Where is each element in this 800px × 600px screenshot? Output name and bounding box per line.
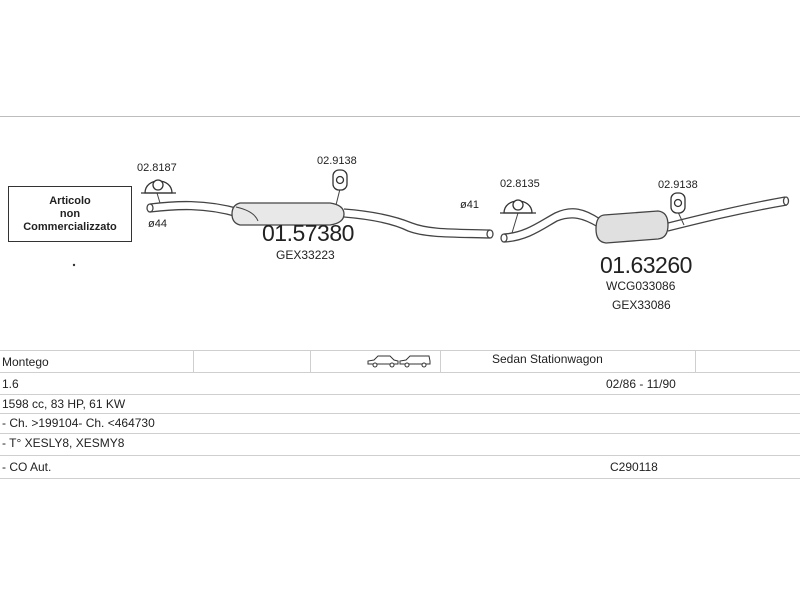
- production-period: 02/86 - 11/90: [606, 377, 676, 391]
- pipe-diameter-label: ø44: [148, 218, 167, 230]
- chassis-row: - Ch. >199104- Ch. <464730: [0, 413, 800, 433]
- emission-row: - CO Aut. C290118: [0, 455, 800, 479]
- part-number: 01.63260: [600, 252, 692, 278]
- fitting-code: 02.8187: [137, 162, 177, 174]
- part-reference: WCG033086: [606, 279, 676, 293]
- fitting-code: 02.9138: [658, 179, 698, 191]
- engine-size: 1.6: [2, 377, 19, 391]
- sedan-icon: [367, 355, 399, 368]
- stationwagon-icon: [399, 355, 431, 368]
- exhaust-diagram: Articolo non Commercializzato ø44 ø41 02…: [0, 117, 800, 350]
- engine-code-row: - T° XESLY8, XESMY8: [0, 433, 800, 455]
- fitting-code: 02.8135: [500, 178, 540, 190]
- top-rule: [0, 116, 800, 117]
- engine-codes: - T° XESLY8, XESMY8: [2, 436, 125, 450]
- exhaust-pipe-drawing: [72, 169, 790, 267]
- part-reference: GEX33223: [276, 248, 335, 262]
- chassis-range: - Ch. >199104- Ch. <464730: [2, 416, 155, 430]
- catalogue-code: C290118: [610, 460, 658, 474]
- part-number: 01.57380: [262, 220, 354, 246]
- rubber-mount-icon: [332, 169, 348, 191]
- model-name: Montego: [2, 355, 49, 369]
- notice-line: Commercializzato: [23, 220, 117, 233]
- body-icons: [366, 352, 432, 373]
- rubber-mount-icon: [670, 192, 686, 214]
- part-reference: GEX33086: [612, 298, 671, 312]
- engine-spec: 1598 cc, 83 HP, 61 KW: [2, 397, 126, 411]
- not-sold-notice: Articolo non Commercializzato: [8, 186, 132, 242]
- body-types: Sedan Stationwagon: [492, 352, 603, 366]
- model-row: Montego Sedan Stationwagon: [0, 350, 800, 372]
- clamp-icon: [141, 179, 176, 194]
- spec-row: 1598 cc, 83 HP, 61 KW: [0, 394, 800, 413]
- vehicle-info-table: Montego Sedan Stationwagon 1.6 02/8: [0, 350, 800, 479]
- notice-line: Articolo: [49, 194, 91, 207]
- clamp-icon: [500, 199, 536, 214]
- fitting-code: 02.9138: [317, 155, 357, 167]
- notice-line: non: [59, 207, 81, 220]
- engine-row: 1.6 02/86 - 11/90: [0, 372, 800, 394]
- emission-note: - CO Aut.: [2, 460, 52, 474]
- pipe-diameter-label: ø41: [460, 199, 479, 211]
